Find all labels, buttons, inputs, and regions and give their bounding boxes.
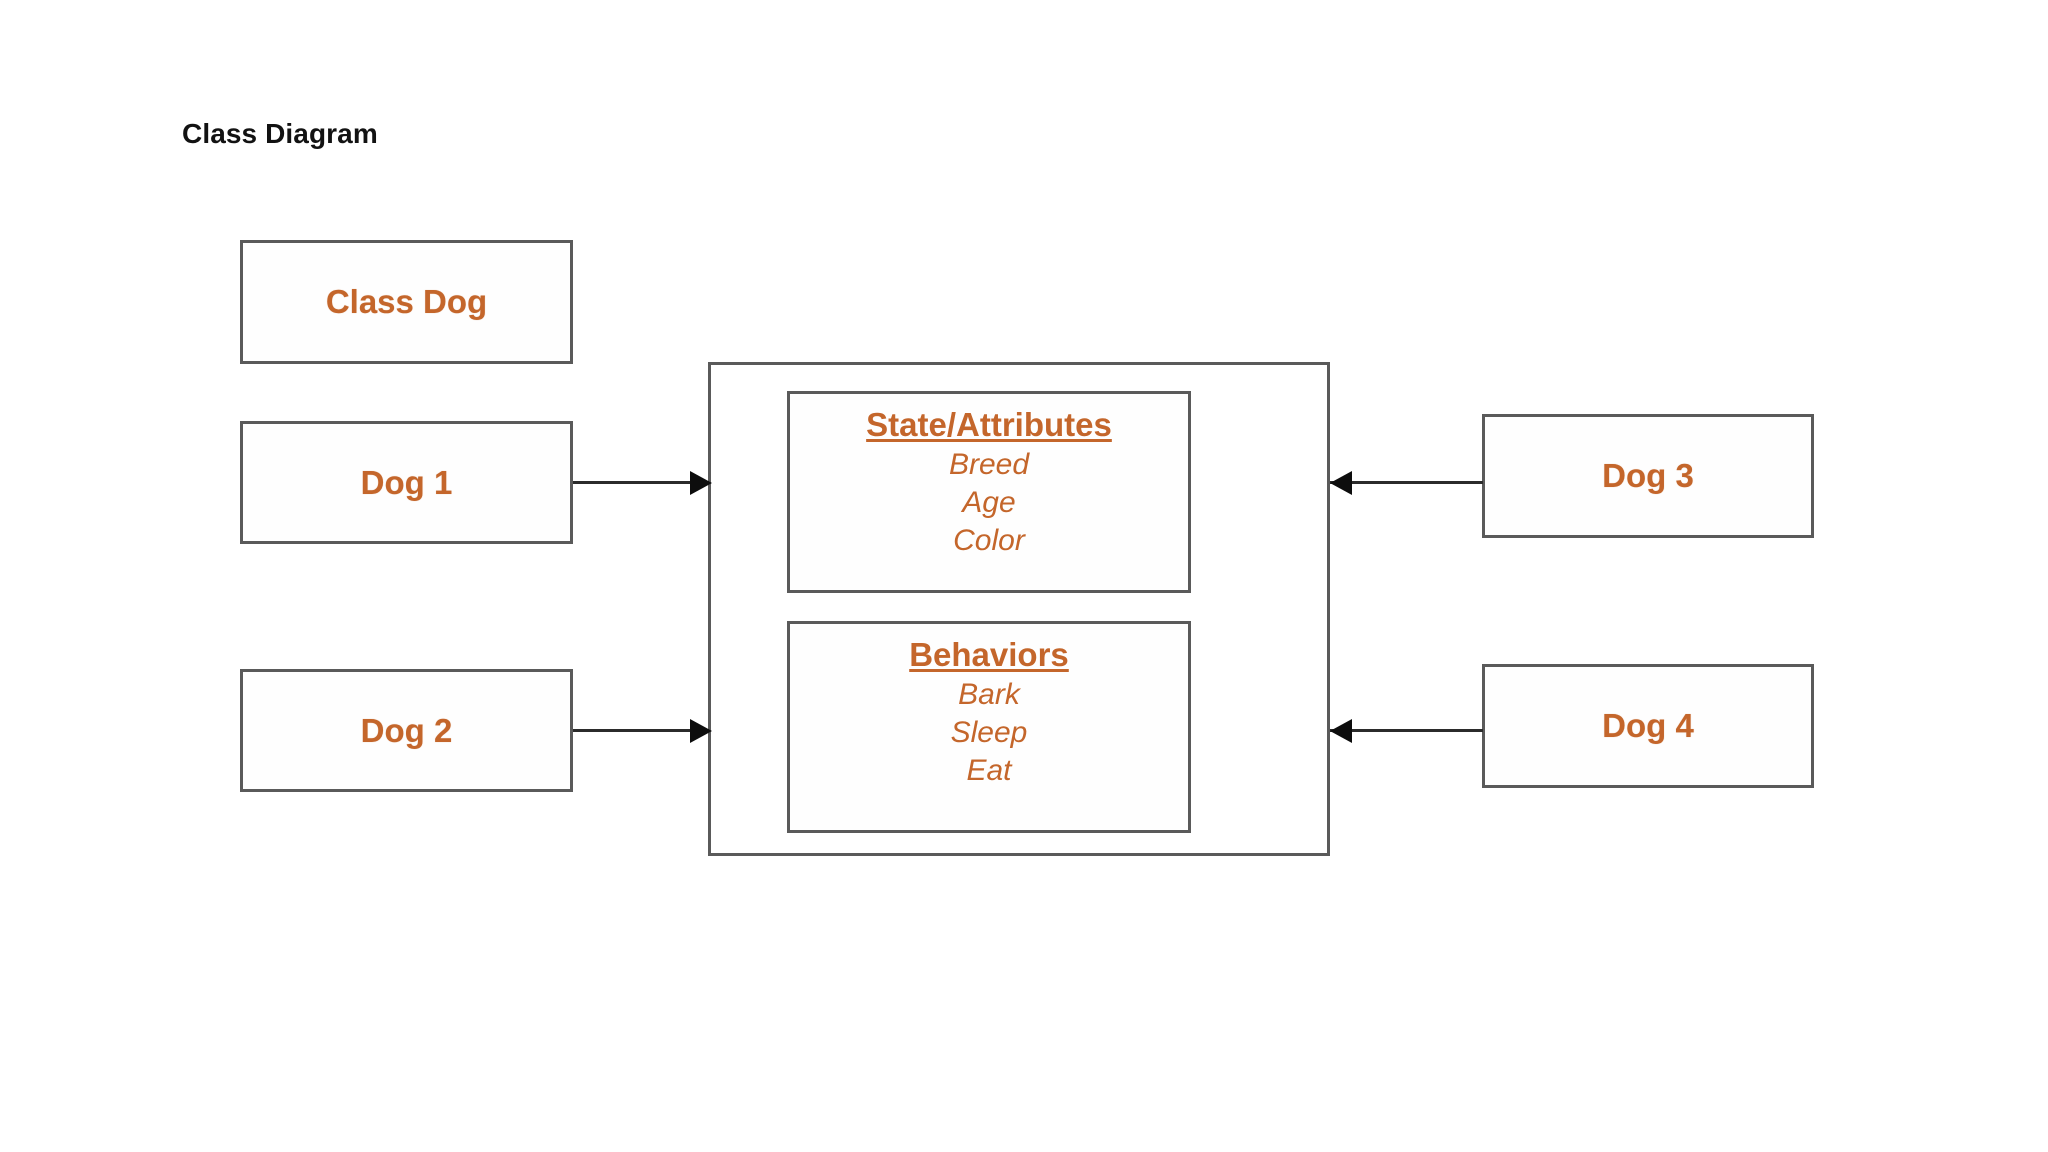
connector-dog-2-to-class [573,729,709,732]
class-dog-label: Class Dog [325,283,488,320]
connector-dog-4-to-class [1330,729,1483,732]
list-item: Eat [966,754,1012,787]
dog-4-label: Dog 4 [1602,707,1694,744]
dog-3-box[interactable]: Dog 3 [1482,414,1814,538]
dog-2-box[interactable]: Dog 2 [240,669,573,792]
dog-4-box[interactable]: Dog 4 [1482,664,1814,788]
list-item: Sleep [950,716,1028,749]
arrowhead-left-icon [1330,719,1352,743]
connector-dog-3-to-class [1330,481,1483,484]
behaviors-compartment[interactable]: Behaviors Bark Sleep Eat [787,621,1191,833]
arrowhead-right-icon [690,719,712,743]
dog-1-label: Dog 1 [360,463,453,501]
state-attributes-compartment[interactable]: State/Attributes Breed Age Color [787,391,1191,593]
dog-2-label: Dog 2 [360,711,453,749]
list-item: Age [962,486,1016,519]
behaviors-title: Behaviors [909,636,1069,673]
state-attributes-title: State/Attributes [866,406,1112,443]
page-title: Class Diagram [182,118,378,149]
class-dog-box[interactable]: Class Dog [240,240,573,364]
dog-3-label: Dog 3 [1602,457,1694,494]
state-attributes-list: Breed Age Color [790,446,1188,560]
connector-dog-1-to-class [573,481,709,484]
dog-1-box[interactable]: Dog 1 [240,421,573,544]
class-definition-box[interactable]: State/Attributes Breed Age Color Behavio… [708,362,1330,856]
list-item: Bark [958,678,1020,711]
arrowhead-right-icon [690,471,712,495]
list-item: Color [953,524,1025,557]
behaviors-list: Bark Sleep Eat [790,676,1188,790]
arrowhead-left-icon [1330,471,1352,495]
list-item: Breed [948,448,1030,481]
